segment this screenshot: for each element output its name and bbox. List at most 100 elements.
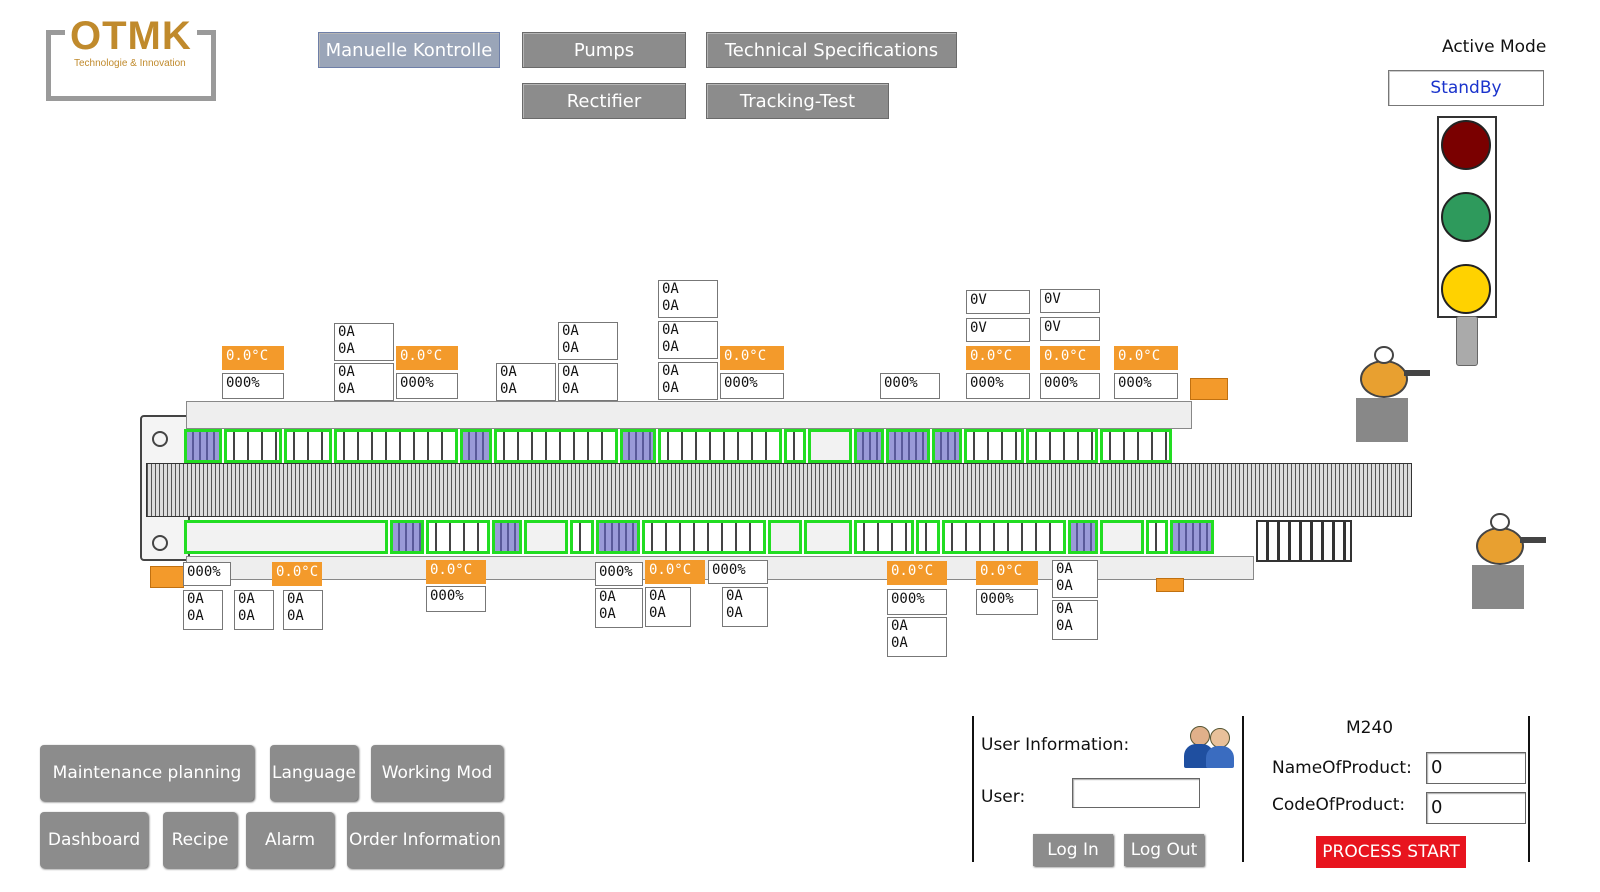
tank <box>524 520 568 554</box>
tank <box>494 429 618 463</box>
tank <box>1146 520 1168 554</box>
traffic-light <box>1437 116 1497 318</box>
tank <box>1170 520 1214 554</box>
tank <box>426 520 490 554</box>
users-icon <box>1184 724 1236 770</box>
percent-readout: 000% <box>183 562 231 586</box>
percent-readout: 000% <box>976 589 1038 615</box>
code-of-product-label: CodeOfProduct: <box>1272 795 1406 815</box>
user-information-title: User Information: <box>981 735 1130 755</box>
temp-readout: 0.0°C <box>966 346 1030 370</box>
volt-readout: 0V <box>966 290 1030 314</box>
percent-readout: 000% <box>966 373 1030 399</box>
tank <box>1068 520 1098 554</box>
tank <box>390 520 424 554</box>
active-mode-label: Active Mode <box>1442 37 1547 57</box>
tank <box>854 429 884 463</box>
language-button[interactable]: Language <box>270 745 358 801</box>
tank <box>184 429 222 463</box>
tank <box>932 429 962 463</box>
green-light-icon <box>1441 192 1491 242</box>
tank <box>620 429 656 463</box>
tank <box>1100 429 1172 463</box>
process-start-button[interactable]: PROCESS START <box>1316 836 1466 868</box>
code-of-product-input[interactable]: 0 <box>1426 792 1526 824</box>
temp-readout: 0.0°C <box>426 560 486 584</box>
orange-connector <box>1190 378 1228 400</box>
exit-rack <box>1256 520 1352 562</box>
machine-label: M240 <box>1346 718 1394 738</box>
bottom-tank-row <box>184 520 1216 554</box>
traffic-light-pole <box>1456 316 1478 366</box>
orange-connector <box>1156 578 1184 592</box>
percent-readout: 000% <box>396 373 458 399</box>
temp-readout: 0.0°C <box>1114 346 1178 370</box>
percent-readout: 000% <box>222 373 284 399</box>
name-of-product-label: NameOfProduct: <box>1272 758 1412 778</box>
tank <box>184 520 388 554</box>
tank <box>658 429 782 463</box>
user-label: User: <box>981 787 1026 807</box>
nav-technical-specifications-button[interactable]: Technical Specifications <box>706 32 957 68</box>
tank <box>224 429 282 463</box>
temp-readout: 0.0°C <box>645 560 705 584</box>
top-tank-row <box>184 429 1174 463</box>
active-mode-value: StandBy <box>1388 70 1544 106</box>
log-out-button[interactable]: Log Out <box>1124 834 1204 866</box>
temp-readout: 0.0°C <box>222 346 284 370</box>
logo-name: OTMK <box>70 14 192 58</box>
tank <box>886 429 930 463</box>
tank <box>1100 520 1144 554</box>
percent-readout: 000% <box>1040 373 1100 399</box>
tank <box>284 429 332 463</box>
orange-connector <box>150 566 184 588</box>
recipe-button[interactable]: Recipe <box>163 812 237 868</box>
tank <box>570 520 594 554</box>
logo-frame <box>46 30 216 101</box>
temp-readout: 0.0°C <box>720 346 784 370</box>
temp-readout: 0.0°C <box>976 561 1038 585</box>
working-mod-button[interactable]: Working Mod <box>371 745 503 801</box>
temp-readout: 0.0°C <box>1040 346 1100 370</box>
alarm-button[interactable]: Alarm <box>246 812 334 868</box>
tank <box>768 520 802 554</box>
tank <box>854 520 914 554</box>
tank <box>596 520 640 554</box>
top-rail <box>186 401 1192 429</box>
dashboard-button[interactable]: Dashboard <box>40 812 148 868</box>
logo-tagline: Technologie & Innovation <box>74 58 186 69</box>
name-of-product-input[interactable]: 0 <box>1426 752 1526 784</box>
maintenance-planning-button[interactable]: Maintenance planning <box>40 745 254 801</box>
tank <box>942 520 1066 554</box>
tank <box>492 520 522 554</box>
nav-rectifier-button[interactable]: Rectifier <box>522 83 686 119</box>
tank <box>808 429 852 463</box>
user-input[interactable] <box>1072 778 1200 808</box>
temp-readout: 0.0°C <box>272 562 322 586</box>
percent-readout: 000% <box>595 562 643 586</box>
order-information-button[interactable]: Order Information <box>347 812 503 868</box>
log-in-button[interactable]: Log In <box>1033 834 1113 866</box>
nav-manuelle-kontrolle-button[interactable]: Manuelle Kontrolle <box>318 32 500 68</box>
percent-readout: 000% <box>708 560 768 584</box>
volt-readout: 0V <box>1040 317 1100 341</box>
nav-pumps-button[interactable]: Pumps <box>522 32 686 68</box>
percent-readout: 000% <box>720 373 784 399</box>
panel-divider <box>1242 716 1244 862</box>
nav-tracking-test-button[interactable]: Tracking-Test <box>706 83 889 119</box>
panel-divider <box>1528 716 1530 862</box>
yellow-light-icon <box>1441 264 1491 314</box>
